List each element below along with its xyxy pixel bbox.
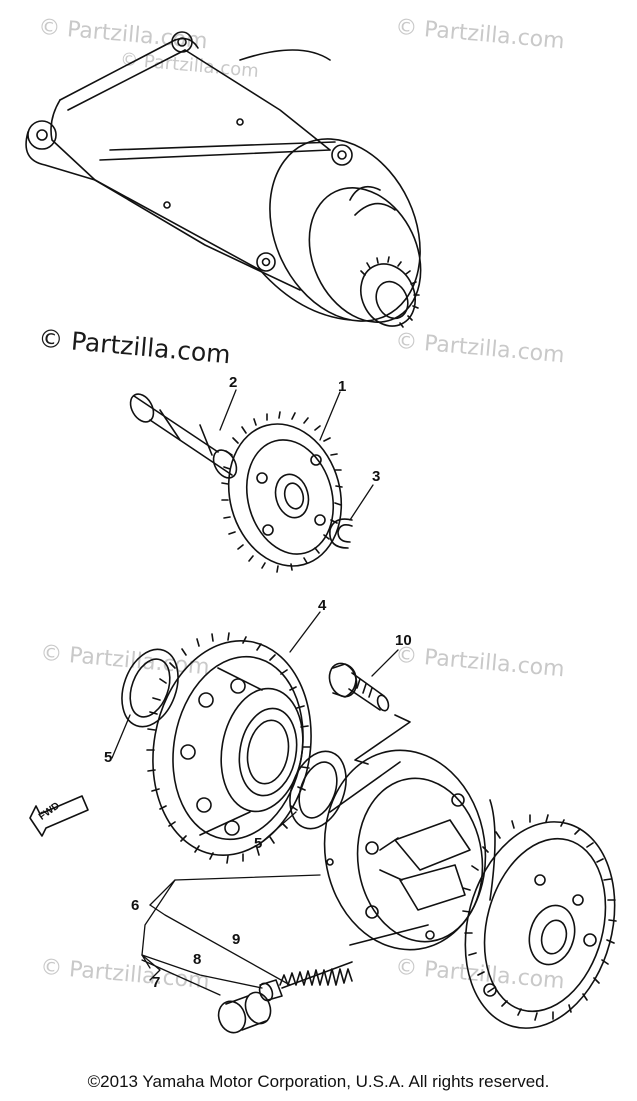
idler-gear-part-1	[213, 411, 357, 579]
starter-motor	[26, 32, 449, 346]
wheel-gear-part-4	[136, 628, 327, 868]
callout-9: 9	[232, 931, 241, 948]
copyright-notice: ©2013 Yamaha Motor Corporation, U.S.A. A…	[87, 1072, 550, 1091]
fwd-arrow	[30, 796, 88, 836]
callout-6: 6	[131, 897, 140, 914]
leader-lines	[112, 390, 398, 995]
roller-part-7	[214, 989, 274, 1037]
callout-4: 4	[318, 597, 327, 614]
starter-ring-gear	[443, 805, 636, 1045]
shaft-part-2	[126, 390, 241, 482]
callout-5-right: 5	[254, 835, 263, 852]
callout-7: 7	[152, 974, 161, 991]
callout-3: 3	[372, 468, 381, 485]
washer-part-5-left	[112, 642, 188, 735]
callout-8: 8	[193, 951, 202, 968]
callout-1: 1	[338, 378, 347, 395]
bolt-part-10	[325, 660, 410, 764]
callout-10: 10	[395, 632, 412, 649]
callout-2: 2	[229, 374, 238, 391]
starter-clutch-housing	[312, 740, 498, 960]
washer-part-5-right	[280, 744, 356, 837]
spring-part-9	[280, 962, 352, 988]
plunger-cap-part-8	[257, 980, 282, 1003]
circlip-part-3	[330, 519, 352, 548]
callout-5-left: 5	[104, 749, 113, 766]
